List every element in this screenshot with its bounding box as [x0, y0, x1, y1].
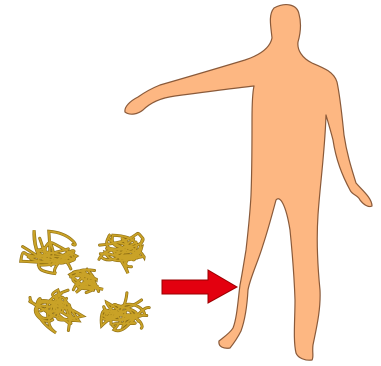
human-silhouette-icon: [125, 5, 372, 361]
right-arrow-icon: [162, 270, 237, 303]
protein-fiber: [101, 293, 149, 331]
protein-fiber: [30, 290, 83, 333]
tangled-protein-tetramer-icon: [21, 230, 149, 333]
